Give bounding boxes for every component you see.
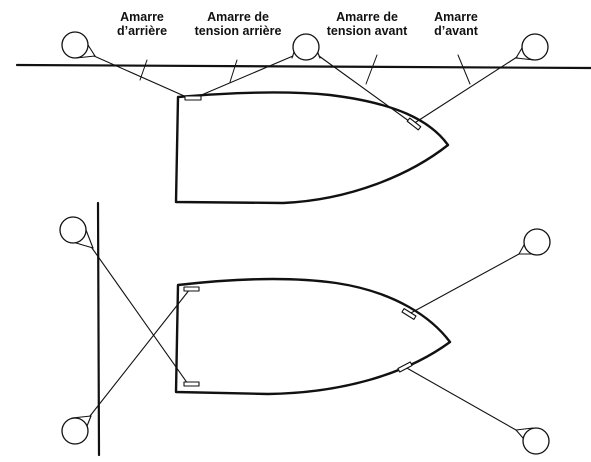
cleat-bottom-bow-upper xyxy=(401,308,417,320)
label-forward-spring: Amarre de tension avant xyxy=(312,10,422,38)
line-stern-cross-2 xyxy=(89,288,191,417)
leader-aft-spring xyxy=(229,59,238,83)
leader-bow-line xyxy=(457,54,471,85)
line-bow-bottom-upper xyxy=(408,253,520,315)
label-aft-spring: Amarre de tension arrière xyxy=(183,10,293,38)
bollard-bottom-left-upper xyxy=(59,216,94,249)
bollard-bottom-right-lower xyxy=(515,427,550,455)
leader-forward-spring xyxy=(365,54,378,85)
bollard-bottom-left-lower xyxy=(61,415,92,445)
label-stern-line-1: Amarre xyxy=(120,10,164,24)
label-aft-spring-1: Amarre de xyxy=(207,10,269,24)
bollard-top-right xyxy=(515,33,549,61)
line-forward-spring-top xyxy=(318,55,414,125)
bollard-top-left xyxy=(61,31,96,59)
label-bow-line-1: Amarre xyxy=(434,10,478,24)
label-aft-spring-2: tension arrière xyxy=(194,24,282,38)
cleat-bottom-bow-lower xyxy=(397,361,413,373)
cleat-top-bow xyxy=(406,117,422,131)
cleat-bottom-stern-upper xyxy=(183,286,200,292)
bollard-top-center xyxy=(291,33,321,61)
cleat-bottom-stern-lower xyxy=(183,381,200,387)
label-bow-line: Amarre d’avant xyxy=(421,10,491,38)
line-stern-cross-1 xyxy=(91,247,189,385)
label-forward-spring-1: Amarre de xyxy=(336,10,398,24)
label-stern-line-2: d’arrière xyxy=(116,24,168,38)
label-forward-spring-2: tension avant xyxy=(326,24,408,38)
label-bow-line-2: d’avant xyxy=(434,24,478,38)
dock-edge-top xyxy=(15,63,591,70)
bollard-bottom-right-upper xyxy=(518,228,551,256)
line-bow-top xyxy=(412,56,518,125)
hull-top xyxy=(174,91,450,205)
hull-bottom xyxy=(174,277,452,396)
cleat-top-stern xyxy=(184,95,202,101)
line-bow-bottom-lower xyxy=(404,366,517,431)
label-stern-line: Amarre d’arrière xyxy=(103,10,181,38)
line-aft-spring-top xyxy=(191,55,294,100)
line-stern-top xyxy=(93,55,192,100)
dock-edge-bottom xyxy=(96,201,101,457)
